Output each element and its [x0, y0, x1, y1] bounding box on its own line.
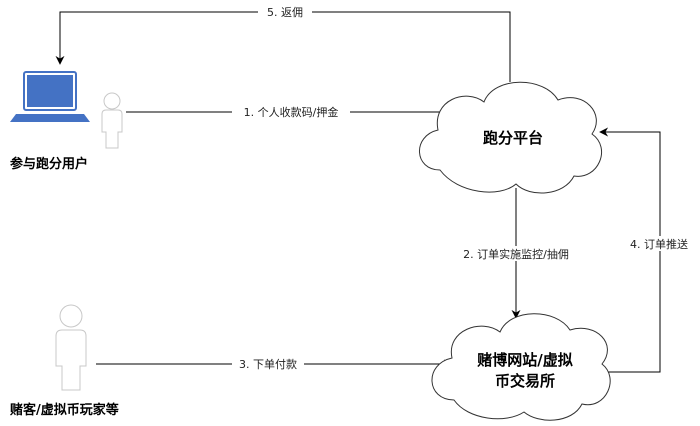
edge-step4-label: 4. 订单推送: [630, 237, 688, 251]
actor-gambler: 赌客/虚拟币玩家等: [9, 304, 119, 418]
edge-step5-label: 5. 返佣: [267, 6, 303, 19]
person-icon: [101, 92, 123, 149]
person-icon: [55, 304, 87, 391]
edge-step5: 5. 返佣: [55, 5, 511, 82]
edge-step5-line: [55, 11, 511, 82]
edge-step3-label: 3. 下单付款: [239, 357, 297, 371]
node-gambling-label-line1: 赌博网站/虚拟: [476, 351, 572, 369]
edge-step4-line: [594, 127, 661, 373]
edge-step1: 1. 个人收款码/押金: [126, 105, 459, 119]
cloud-shape-icon: [419, 81, 602, 194]
actor-participant: 参与跑分用户: [10, 71, 123, 172]
node-gambling-site: 赌博网站/虚拟 币交易所: [431, 313, 611, 421]
laptop-icon: [10, 71, 90, 122]
node-platform-label: 跑分平台: [483, 129, 543, 147]
actor-participant-label: 参与跑分用户: [10, 156, 88, 172]
edge-step3: 3. 下单付款: [96, 357, 453, 371]
edge-step2-label: 2. 订单实施监控/抽佣: [463, 247, 569, 261]
edge-step1-label: 1. 个人收款码/押金: [244, 105, 339, 119]
cloud-shape-icon: [431, 313, 611, 421]
node-platform: 跑分平台: [419, 81, 602, 194]
node-gambling-label-line2: 币交易所: [495, 372, 555, 390]
actor-gambler-label: 赌客/虚拟币玩家等: [9, 402, 119, 418]
edge-step4: 4. 订单推送: [594, 127, 696, 373]
edge-step2: 2. 订单实施监控/抽佣: [442, 188, 592, 319]
